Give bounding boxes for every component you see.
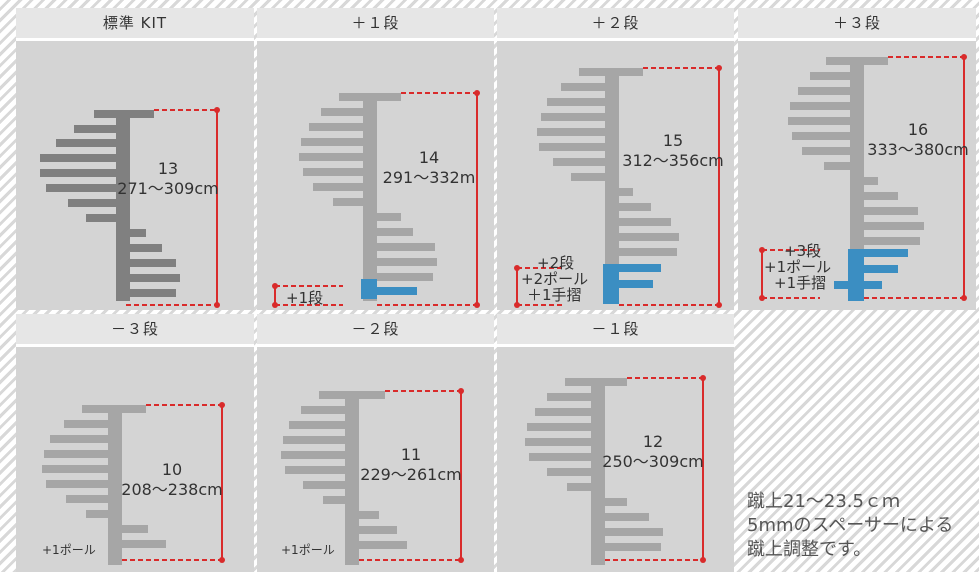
added-step-bracket: [272, 283, 343, 308]
footnote-line-1: 蹴上21～23.5ｃｍ: [747, 491, 900, 512]
step-count: 15: [662, 131, 684, 150]
added-steps: [603, 264, 661, 304]
height-dimension: [864, 54, 967, 301]
panel-header: －１段: [497, 314, 734, 347]
spiral-stair-drawing: [514, 65, 722, 308]
spiral-stair-drawing: [272, 90, 480, 308]
height-dimension: [619, 65, 722, 308]
height-range: 291～332m: [382, 168, 476, 187]
stair-treads: [42, 405, 166, 548]
panel-plus-2: ＋２段: [497, 8, 734, 310]
step-count: 13: [157, 159, 179, 178]
spiral-stair-drawing: [759, 54, 967, 301]
panel-header: ＋３段: [738, 8, 976, 41]
step-spec-label: 14 291～332m: [379, 148, 479, 188]
height-dimension: [377, 90, 480, 308]
stair-diagram: 16 333～380cm +3段 +1ポール +1手摺: [738, 41, 976, 310]
step-spec-label: 10 208～238cm: [120, 460, 224, 500]
stair-diagram: 15 312～356cm +2段 +2ポール ＋1手摺: [497, 41, 734, 310]
step-spec-label: 15 312～356cm: [621, 131, 725, 171]
step-spec-label: 12 250～309cm: [601, 432, 705, 472]
footnote-line-2: 5mmのスペーサーによる: [747, 515, 954, 536]
height-range: 229～261cm: [360, 465, 462, 484]
added-parts-note: +3段 +1ポール +1手摺: [764, 242, 832, 292]
added-parts-note: +1段: [286, 289, 324, 307]
panel-minus-3: －３段 10: [16, 314, 254, 572]
riser-footnote: 蹴上21～23.5ｃｍ 5mmのスペーサーによる 蹴上調整です。: [747, 490, 979, 562]
spiral-stair-drawing: [42, 402, 225, 565]
panel-header: ＋２段: [497, 8, 734, 41]
stair-treads: [525, 378, 663, 551]
stair-treads: [40, 110, 180, 297]
center-pole: [345, 391, 359, 565]
height-dimension: [126, 107, 220, 308]
center-pole: [605, 68, 619, 301]
height-range: 208～238cm: [121, 480, 223, 499]
stair-treads: [281, 391, 407, 549]
panel-minus-1: －１段: [497, 314, 734, 572]
stair-treads: [537, 68, 679, 256]
spiral-stair-drawing: [281, 388, 464, 565]
spiral-stair-drawing: [40, 107, 220, 308]
stair-diagram: 12 250～309cm: [497, 347, 734, 572]
height-range: 312～356cm: [622, 151, 724, 170]
added-parts-bracket: [759, 247, 820, 301]
stair-treads: [299, 93, 437, 281]
footnote-line-3: 蹴上調整です。: [747, 539, 872, 560]
height-range: 333～380cm: [867, 140, 969, 159]
added-step: [361, 279, 417, 299]
panel-header: ＋１段: [257, 8, 494, 41]
step-count: 10: [161, 460, 183, 479]
step-spec-label: 16 333～380cm: [864, 120, 972, 160]
height-dimension: [605, 375, 706, 563]
height-range: 250～309cm: [602, 452, 704, 471]
step-spec-label: 11 229～261cm: [359, 445, 463, 485]
panel-header: －２段: [257, 314, 494, 347]
added-parts-note: +2段 +2ポール ＋1手摺: [521, 254, 589, 304]
panel-minus-2: －２段: [257, 314, 494, 572]
stair-diagram: 14 291～332m +1段: [257, 41, 494, 310]
added-steps: [834, 249, 908, 301]
stair-diagram: 13 271～309cm: [16, 41, 254, 310]
added-parts-bracket: [514, 265, 563, 308]
step-count: 12: [642, 432, 664, 451]
height-dimension: [359, 388, 464, 563]
step-count: 16: [907, 120, 929, 139]
added-parts-note: +1ポール: [42, 543, 96, 557]
stair-diagram: 11 229～261cm +1ポール: [257, 347, 494, 572]
step-spec-label: 13 271～309cm: [116, 159, 220, 199]
added-parts-note: +1ポール: [281, 543, 335, 557]
panel-header: －３段: [16, 314, 254, 347]
panel-plus-3: ＋３段: [738, 8, 976, 310]
panel-standard-kit: 標準 KIT: [16, 8, 254, 310]
spiral-stair-drawing: [525, 375, 706, 565]
height-dimension: [122, 402, 225, 563]
panel-plus-1: ＋１段: [257, 8, 494, 310]
stair-treads: [788, 57, 924, 245]
step-count: 11: [400, 445, 422, 464]
step-count: 14: [418, 148, 440, 167]
height-range: 271～309cm: [117, 179, 219, 198]
stair-diagram: 10 208～238cm +1ポール: [16, 347, 254, 572]
panel-header: 標準 KIT: [16, 8, 254, 41]
